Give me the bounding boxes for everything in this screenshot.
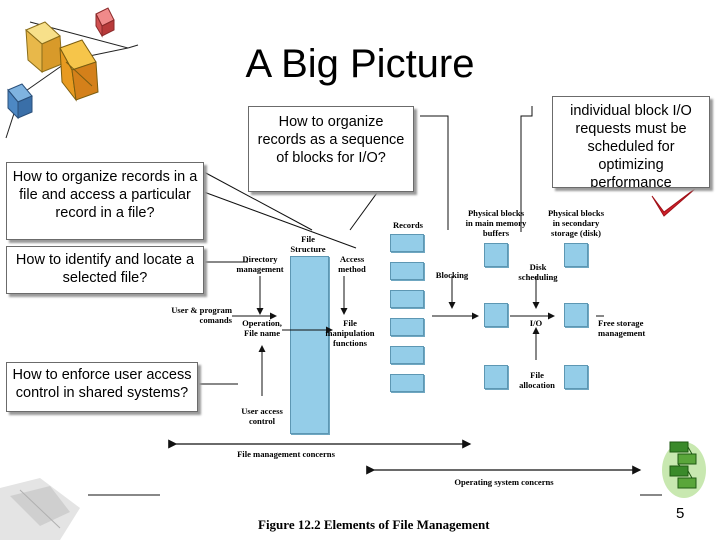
records-block-6 xyxy=(390,374,424,392)
records-block-1 xyxy=(390,234,424,252)
disk-block-1 xyxy=(564,243,588,267)
question-organize-blocks: How to organize records as a sequence of… xyxy=(248,106,414,192)
label-io: I/O xyxy=(529,318,543,328)
main-memory-block-1 xyxy=(484,243,508,267)
checkmark-icon xyxy=(651,187,697,217)
records-block-5 xyxy=(390,346,424,364)
figure-caption: Figure 12.2 Elements of File Management xyxy=(258,517,490,532)
label-access-method: Access method xyxy=(338,254,366,274)
label-operation-file-name: Operation, File name xyxy=(242,318,282,338)
label-os-concerns: Operating system concerns xyxy=(454,477,554,487)
label-blocking: Blocking xyxy=(435,270,469,280)
label-file-allocation: File allocation xyxy=(519,370,555,390)
file-structure-block xyxy=(290,256,329,434)
question-organize-file: How to organize records in a file and ac… xyxy=(6,162,204,240)
label-free-storage: Free storage management xyxy=(598,318,646,338)
records-block-2 xyxy=(390,262,424,280)
disk-block-2 xyxy=(564,303,588,327)
label-disk-scheduling: Disk scheduling xyxy=(518,262,558,282)
disk-block-3 xyxy=(564,365,588,389)
label-user-program-commands: User & program comands xyxy=(171,305,232,325)
question-identify-file: How to identify and locate a selected fi… xyxy=(6,246,204,294)
page-number: 5 xyxy=(676,505,685,522)
records-block-3 xyxy=(390,290,424,308)
label-physical-secondary: Physical blocks in secondary storage (di… xyxy=(547,208,605,238)
main-memory-block-2 xyxy=(484,303,508,327)
label-file-manipulation: File manipulation functions xyxy=(325,318,375,348)
stacked-boxes-clipart-icon xyxy=(662,441,706,498)
cubes-clipart-icon xyxy=(5,7,139,139)
main-memory-block-3 xyxy=(484,365,508,389)
label-directory-management: Directory management xyxy=(236,254,284,274)
label-user-access-control: User access control xyxy=(241,406,283,426)
label-records: Records xyxy=(392,220,424,230)
question-access-control: How to enforce user access control in sh… xyxy=(6,362,198,412)
label-file-management-concerns: File management concerns xyxy=(237,449,335,459)
slide-title: A Big Picture xyxy=(245,42,475,86)
records-block-4 xyxy=(390,318,424,336)
label-physical-main: Physical blocks in main memory buffers xyxy=(465,208,527,238)
label-file-structure: File Structure xyxy=(290,234,326,254)
corner-clipart-icon xyxy=(0,478,80,540)
question-block-requests: individual block I/O requests must be sc… xyxy=(552,96,710,188)
